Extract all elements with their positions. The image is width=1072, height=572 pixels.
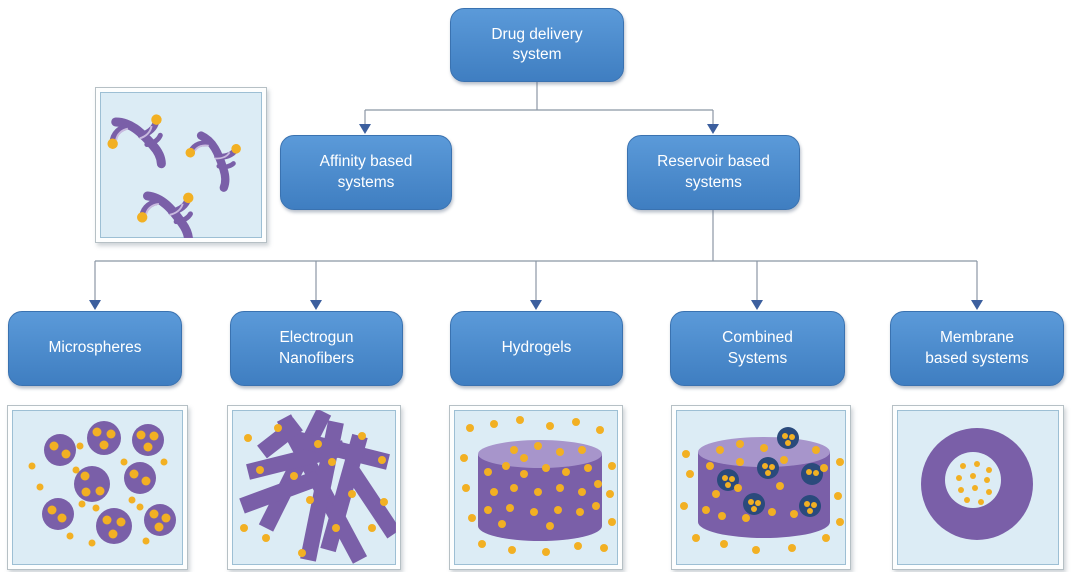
node-label: Drug delivery system xyxy=(491,25,583,63)
node-hydrogels: Hydrogels xyxy=(450,311,623,386)
membrane-ring-icon xyxy=(897,410,1059,565)
node-affinity-based-systems: Affinity based systems xyxy=(280,135,452,210)
hydrogel-cylinder-illustration xyxy=(449,405,623,570)
microspheres-icon xyxy=(12,410,183,565)
node-label: Electrogun Nanofibers xyxy=(279,329,354,367)
nanofibers-icon xyxy=(232,410,396,565)
node-label: Reservoir based systems xyxy=(657,153,770,191)
combined-systems-icon xyxy=(676,410,846,565)
node-label: Microspheres xyxy=(48,339,142,357)
node-label: Combined Systems xyxy=(722,329,793,367)
antibodies-with-drug-illustration xyxy=(95,87,267,243)
node-reservoir-based-systems: Reservoir based systems xyxy=(627,135,800,210)
antibodies-icon xyxy=(100,92,262,238)
node-drug-delivery-system: Drug delivery system xyxy=(450,8,624,82)
node-membrane-based-systems: Membrane based systems xyxy=(890,311,1064,386)
hydrogel-icon xyxy=(454,410,618,565)
node-combined-systems: Combined Systems xyxy=(670,311,845,386)
membrane-ring-with-drug-core-illustration xyxy=(892,405,1064,570)
node-label: Membrane based systems xyxy=(925,329,1029,367)
node-electrogun-nanofibers: Electrogun Nanofibers xyxy=(230,311,403,386)
hydrogel-cylinder-with-microspheres-illustration xyxy=(671,405,851,570)
node-microspheres: Microspheres xyxy=(8,311,182,386)
node-label: Affinity based systems xyxy=(319,153,413,191)
tangled-nanofibers-illustration xyxy=(227,405,401,570)
node-label: Hydrogels xyxy=(501,339,572,357)
microspheres-with-drug-dots-illustration xyxy=(7,405,188,570)
